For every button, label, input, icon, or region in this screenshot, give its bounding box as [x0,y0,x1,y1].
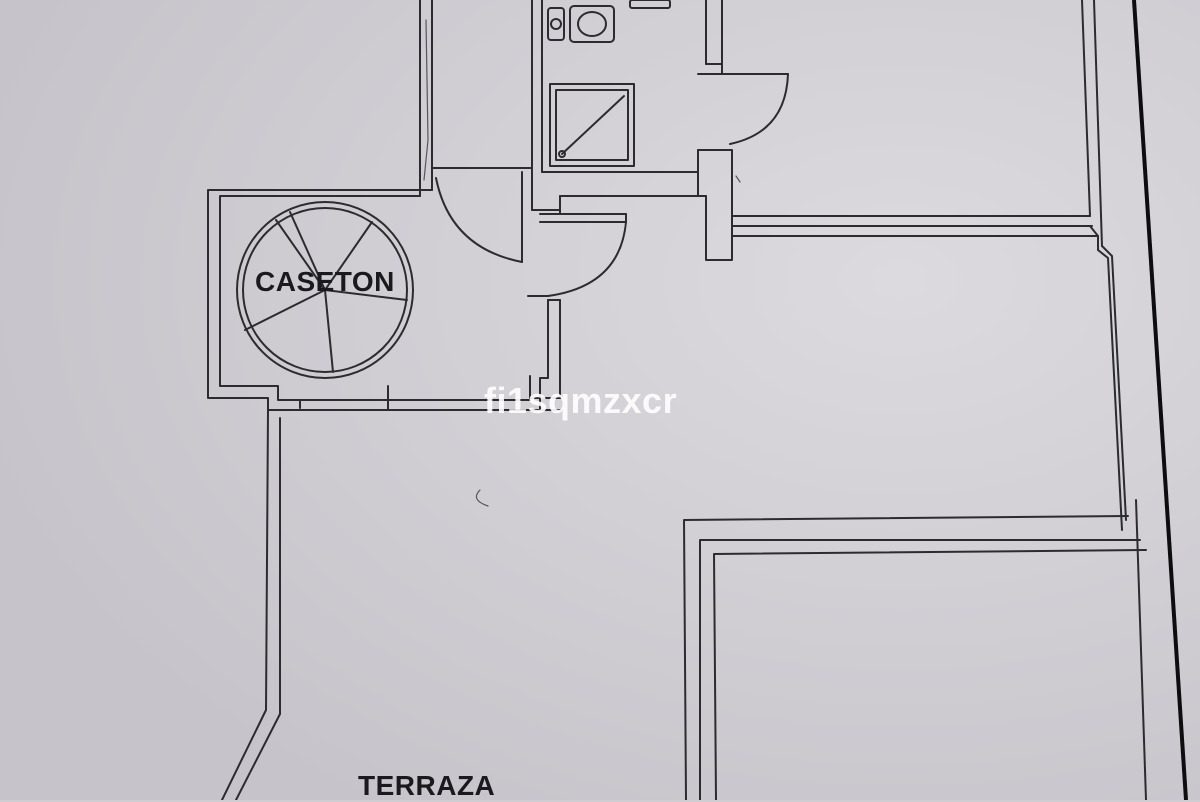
bathroom-fixtures [547,0,671,167]
door-swings [435,73,789,297]
upper-room-walls [731,0,1127,531]
spiral-staircase [236,201,414,379]
terrace-walls [221,299,561,800]
caseton-label: CASETON [255,266,395,297]
sheet-border-line [1132,0,1188,800]
pencil-marks [423,19,741,507]
watermark-text: fi1sqmzxcr [484,380,678,421]
lower-room-walls [683,499,1147,800]
core-walls [419,0,733,261]
terraza-label: TERRAZA [358,770,496,801]
